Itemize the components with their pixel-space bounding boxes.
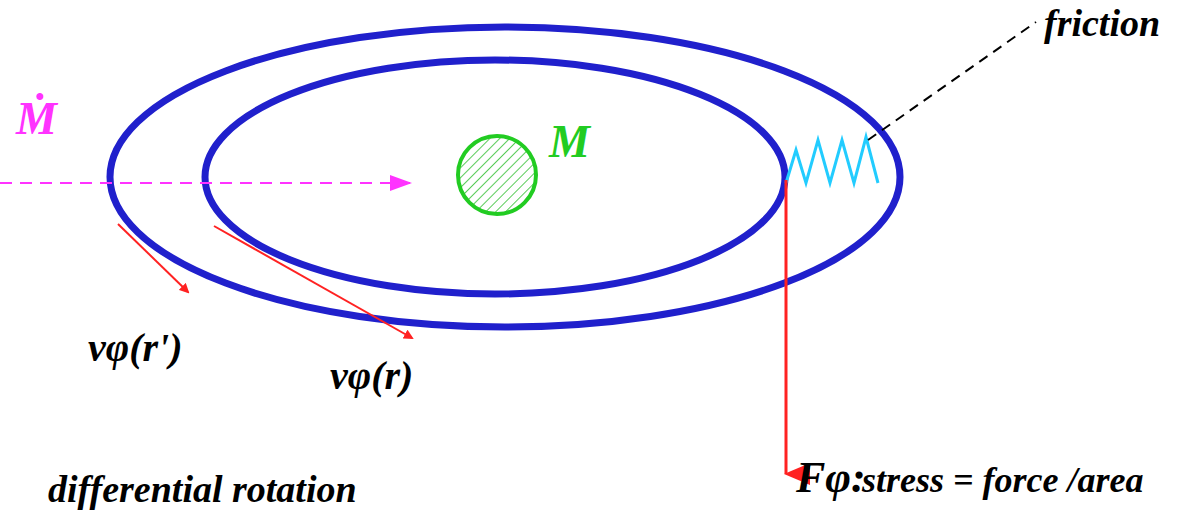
mass-circle [455,133,539,217]
force-symbol: Fφ: [796,456,866,500]
force-arrow [785,180,788,474]
caption-label: differential rotation [48,470,357,508]
outer-ring [110,27,900,327]
accretion-rate: Ṁ [16,96,57,142]
stress-definition: stress = force /area [862,462,1143,498]
friction-spring [786,137,878,183]
inner-ring [205,60,785,294]
velocity-label: vφ(r') [88,328,182,368]
velocity-arrow [118,224,188,292]
central-mass: M [455,133,539,217]
friction-label: friction [1044,4,1160,42]
leader-line [868,22,1036,140]
accretion-arrow [0,182,410,184]
mass-label: M [549,119,590,165]
velocity-arrow [214,226,412,338]
velocity-label: vφ(r) [330,356,413,396]
